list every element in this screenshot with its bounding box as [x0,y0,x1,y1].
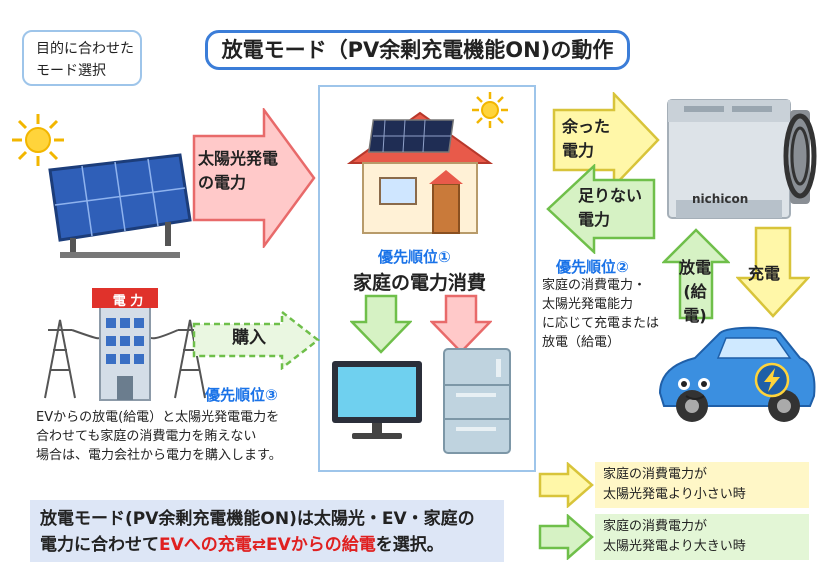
ev-charger-icon [667,99,817,219]
sun-icon [12,114,64,166]
house-icon [346,111,494,234]
solar-label: 太陽光発電 の電力 [198,147,278,195]
green-down-arrow [350,294,412,354]
shortage-label-line1: 足りない [578,186,643,205]
legend-yellow-line2: 太陽光発電より小さい時 [603,487,746,502]
shortage-label: 足りない 電力 [578,184,642,232]
ev-note-line3: に応じて充電または [542,316,660,331]
summary-line2-highlight: EVへの充電⇄EVからの給電 [159,535,376,555]
discharge-label-line2: (給電) [683,282,707,325]
grid-note-line1: EVからの放電(給電）と太陽光発電電力を [36,410,280,425]
power-company-sign: 電 力 [112,294,144,309]
surplus-label-line1: 余った [562,117,611,136]
purchase-label: 購入 [232,328,266,348]
solar-power-arrow [192,108,316,248]
grid-note-line3: 場合は、電力会社から電力を購入します。 [36,448,282,463]
shortage-power-arrow [546,164,656,254]
purchase-arrow [192,310,321,370]
solar-panel-icon [48,153,192,258]
mode-selection-tag: 目的に合わせた モード選択 [22,30,142,86]
legend-green-line2: 太陽光発電より大きい時 [603,539,746,554]
charge-arrow [736,226,810,318]
grid-note-line2: 合わせても家庭の消費電力を賄えない [36,429,257,444]
charger-brand-logo: nichicon [692,192,749,206]
ev-note: 家庭の消費電力・ 太陽光発電能力 に応じて充電または 放電（給電） [542,276,672,352]
legend-green-line1: 家庭の消費電力が [603,519,708,534]
grid-note: EVからの放電(給電）と太陽光発電電力を 合わせても家庭の消費電力を賄えない 場… [36,408,326,465]
page-title: 放電モード（PV余剰充電機能ON)の動作 [205,30,630,70]
legend-yellow-arrow [538,462,594,508]
summary-line2: 電力に合わせてEVへの充電⇄EVからの給電を選択。 [40,532,494,558]
ev-note-line4: 放電（給電） [542,335,621,350]
surplus-label: 余った 電力 [562,115,610,163]
legend-green-arrow [538,514,594,560]
summary-line1: 放電モード(PV余剰充電機能ON)は太陽光・EV・家庭の [40,509,475,529]
summary-line2-prefix: 電力に合わせて [40,535,159,555]
red-down-arrow [430,294,492,354]
electric-car-icon [658,326,816,422]
shortage-label-line2: 電力 [578,210,611,229]
mode-tag-line1: 目的に合わせた [36,41,134,57]
home-consumption-label: 家庭の電力消費 [353,272,487,294]
surplus-power-arrow [552,92,660,188]
charge-label: 充電 [748,264,781,283]
discharge-label: 放電 (給電) [672,256,718,328]
mode-tag-line2: モード選択 [36,63,106,79]
surplus-label-line2: 電力 [562,141,595,160]
tv-icon [332,361,422,439]
discharge-arrow [662,228,730,320]
ev-priority: 優先順位② [556,258,629,276]
solar-label-line2: の電力 [198,173,247,192]
summary-line2-suffix: を選択。 [375,535,444,555]
grid-priority: 優先順位③ [205,386,278,404]
discharge-label-line1: 放電 [678,258,711,277]
home-frame [318,85,536,472]
legend-yellow-line1: 家庭の消費電力が [603,467,708,482]
ev-note-line2: 太陽光発電能力 [542,297,634,312]
summary-box: 放電モード(PV余剰充電機能ON)は太陽光・EV・家庭の 電力に合わせてEVへの… [30,500,504,562]
power-company-building-icon [44,288,206,401]
legend-yellow: 家庭の消費電力が 太陽光発電より小さい時 [595,462,809,508]
legend-green: 家庭の消費電力が 太陽光発電より大きい時 [595,514,809,560]
home-priority: 優先順位① [378,248,451,266]
solar-label-line1: 太陽光発電 [198,149,279,168]
ev-note-line1: 家庭の消費電力・ [542,278,647,293]
refrigerator-icon [443,348,511,454]
sun-icon-house [472,92,508,128]
